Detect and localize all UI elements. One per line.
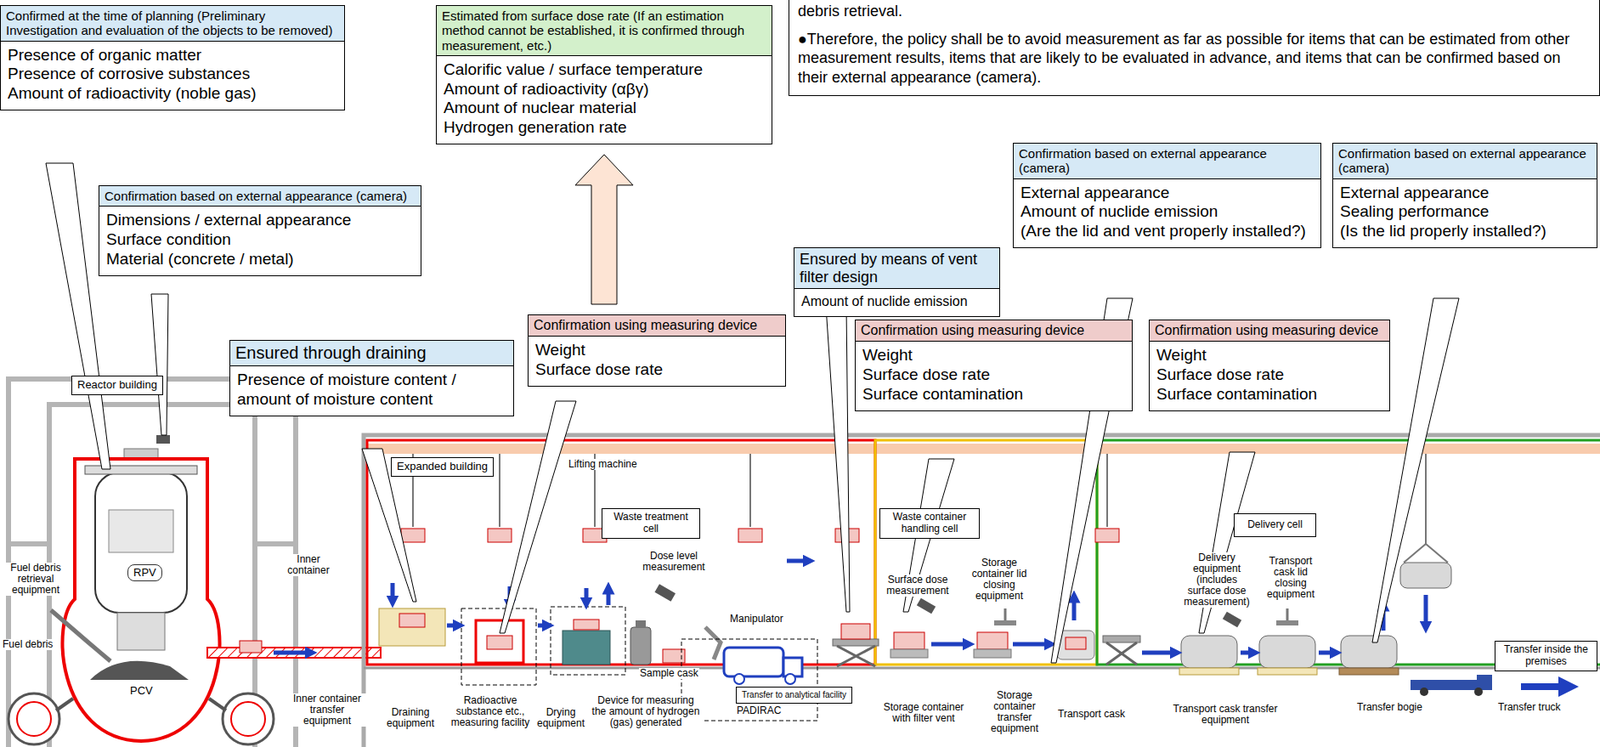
part-label: Radioactive substance etc., measuring fa… xyxy=(448,695,532,729)
note-text: ●Therefore, the policy shall be to avoid… xyxy=(789,21,1600,97)
callout-item: Presence of moisture content / amount of… xyxy=(230,366,514,416)
part-label: Delivery equipment (includes surface dos… xyxy=(1181,552,1253,608)
area-tag: Waste container handling cell xyxy=(879,508,980,539)
part-label: Inner container xyxy=(277,554,340,577)
part-label: Dose level measurement xyxy=(638,550,709,573)
callout-heading: Ensured through draining xyxy=(230,340,514,367)
part-label: Sample cask xyxy=(638,667,700,679)
area-tag: Waste treatment cell xyxy=(601,508,701,539)
callout-item: (Are the lid and vent properly installed… xyxy=(1013,221,1321,248)
part-label: Manipulator xyxy=(729,613,785,625)
part-label: Surface dose measurement xyxy=(883,574,952,597)
callout-item: Amount of nuclear material xyxy=(436,98,772,119)
callout-box: Estimated from surface dose rate (If an … xyxy=(435,5,773,145)
tag-text: Expanded building xyxy=(391,457,493,476)
part-label: Fuel debris retrieval equipment xyxy=(1,562,70,596)
block-arrow xyxy=(575,154,634,305)
callout-item: Calorific value / surface temperature xyxy=(436,56,772,80)
tag-text: Delivery cell xyxy=(1234,514,1316,537)
note-box: debris retrieval.●Therefore, the policy … xyxy=(788,0,1600,97)
callout-heading: Confirmation based on external appearanc… xyxy=(99,186,421,207)
tag-text: Waste treatment cell xyxy=(602,508,700,538)
callout-item: Dimensions / external appearance xyxy=(99,206,421,231)
part-label: Transport cask xyxy=(1057,708,1126,720)
callout-box: Confirmation based on external appearanc… xyxy=(1332,142,1598,249)
callout-heading: Estimated from surface dose rate (If an … xyxy=(436,5,772,57)
area-tag: Reactor building xyxy=(71,375,164,396)
part-label: Draining equipment xyxy=(373,706,447,730)
callout-box: Confirmation using measuring deviceWeigh… xyxy=(1148,319,1391,412)
part-label: Transfer bogie xyxy=(1356,701,1424,713)
tag-text: Transfer to analytical facility xyxy=(736,687,852,703)
area-tag: Delivery cell xyxy=(1233,513,1317,538)
callout-item: Surface dose rate xyxy=(855,365,1132,385)
callout-item: Surface contamination xyxy=(1149,384,1390,411)
part-label: Storage container transfer equipment xyxy=(977,689,1052,735)
part-label: Storage container lid closing equipment xyxy=(960,557,1039,602)
callout-box: Confirmation using measuring deviceWeigh… xyxy=(527,314,786,387)
part-label: Lifting machine xyxy=(567,458,639,470)
callout-item: (Is the lid properly installed?) xyxy=(1333,221,1597,248)
part-label: Device for measuring the amount of hydro… xyxy=(589,695,702,729)
callout-item: Amount of nuclide emission xyxy=(794,288,1000,316)
callout-heading: Confirmation based on external appearanc… xyxy=(1333,143,1597,180)
part-label: Storage container with filter vent xyxy=(875,701,973,724)
tag-text: Reactor building xyxy=(72,376,163,395)
tag-text: Transfer inside the premises xyxy=(1495,641,1597,671)
tag-text: Waste container handling cell xyxy=(880,508,979,538)
callout-item: Weight xyxy=(528,336,786,361)
callout-box: Ensured through drainingPresence of mois… xyxy=(229,339,515,417)
part-label: PCV xyxy=(129,684,154,697)
part-label: Inner container transfer equipment xyxy=(287,693,368,727)
callout-box: Confirmation based on external appearanc… xyxy=(98,185,422,277)
callout-heading: Confirmation using measuring device xyxy=(855,320,1132,342)
callout-item: Weight xyxy=(855,341,1132,366)
part-label: RPV xyxy=(127,564,163,582)
callout-item: Hydrogen generation rate xyxy=(436,118,772,144)
note-text: debris retrieval. xyxy=(789,0,1600,22)
callout-box: Ensured by means of vent filter designAm… xyxy=(793,247,1001,317)
callout-item: Amount of nuclide emission xyxy=(1013,202,1321,222)
callout-item: Surface condition xyxy=(99,230,421,250)
callout-item: External appearance xyxy=(1013,179,1321,204)
callout-heading: Confirmed at the time of planning (Preli… xyxy=(0,5,345,42)
callout-item: Weight xyxy=(1149,341,1390,366)
area-tag: Expanded building xyxy=(390,457,494,477)
callout-item: Surface dose rate xyxy=(528,360,786,386)
callout-heading: Ensured by means of vent filter design xyxy=(794,248,1000,289)
callout-heading: Confirmation using measuring device xyxy=(1149,320,1390,342)
part-label: Transport cask lid closing equipment xyxy=(1259,555,1323,600)
callout-item: Surface contamination xyxy=(855,384,1132,411)
callout-item: Amount of radioactivity (αβγ) xyxy=(436,79,772,100)
callout-item: Presence of organic matter xyxy=(0,41,345,66)
callout-item: Amount of radioactivity (noble gas) xyxy=(0,84,345,110)
callout-item: Presence of corrosive substances xyxy=(0,64,345,85)
part-label: Fuel debris xyxy=(1,638,54,651)
callout-item: Surface dose rate xyxy=(1149,365,1390,385)
callout-item: Material (concrete / metal) xyxy=(99,249,421,276)
callout-box: Confirmation using measuring deviceWeigh… xyxy=(854,319,1133,412)
callout-item: External appearance xyxy=(1333,179,1597,204)
part-label: Transport cask transfer equipment xyxy=(1160,703,1290,726)
part-label: Transfer truck xyxy=(1497,701,1562,713)
callout-heading: Confirmation using measuring device xyxy=(528,315,786,337)
area-tag: Transfer inside the premises xyxy=(1494,640,1598,672)
part-label: Drying equipment xyxy=(531,706,590,730)
callout-box: Confirmed at the time of planning (Preli… xyxy=(0,5,345,111)
area-tag: Transfer to analytical facility xyxy=(735,686,853,704)
callout-heading: Confirmation based on external appearanc… xyxy=(1013,143,1321,180)
callout-item: Sealing performance xyxy=(1333,202,1597,222)
callout-box: Confirmation based on external appearanc… xyxy=(1012,142,1322,249)
part-label: PADIRAC xyxy=(735,705,782,717)
